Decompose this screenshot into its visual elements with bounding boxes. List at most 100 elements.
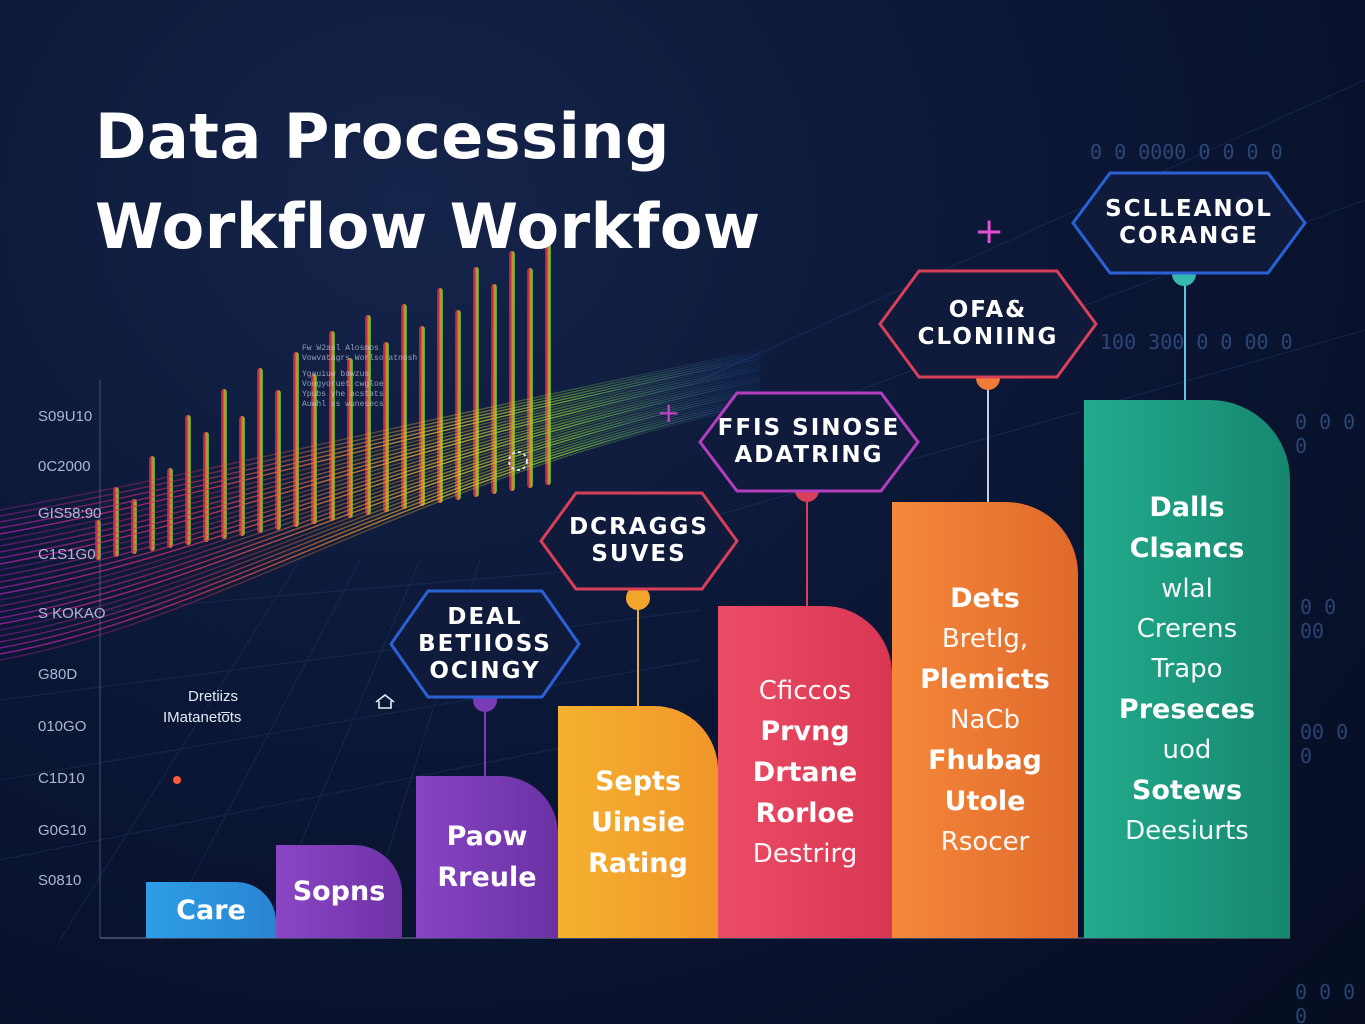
step-label: Uinsie [590, 806, 686, 838]
step-label: NaCb [949, 705, 1021, 735]
light-streak-line [0, 364, 761, 553]
step-block-3[interactable]: Paow Rreule [416, 776, 558, 938]
step-label: Prvng [760, 715, 850, 747]
step-label: Dalls [1149, 492, 1225, 523]
hex-text: CLONIING [917, 324, 1059, 350]
step-label: Bretlg, [941, 624, 1029, 654]
light-streak-line [0, 399, 761, 649]
step-label: Care [176, 894, 246, 926]
light-streak-line [0, 391, 761, 625]
light-streak-line [0, 386, 761, 613]
step-block-4[interactable]: Septs Uinsie Rating [558, 706, 718, 938]
axis-label: C1D10 [38, 770, 85, 787]
step-label: Dets [950, 583, 1020, 614]
decorative-bar [185, 415, 191, 545]
step-label: wlal [1161, 574, 1213, 604]
light-streak-line [0, 393, 761, 631]
step-block-6[interactable]: Dets Bretlg, Plemicts NaCb Fhubag Utole … [892, 502, 1078, 938]
axis-label: S09U10 [38, 408, 93, 425]
step-label: Trapo [1151, 654, 1223, 684]
step-label: Fhubag [928, 745, 1042, 776]
axis-label: G80D [38, 666, 78, 683]
perspective-grid [0, 559, 701, 941]
hex-text: DEAL [447, 603, 523, 630]
axis-label: S KOKAO [38, 605, 106, 622]
step-label: Paow [446, 821, 528, 852]
step-label: Preseces [1118, 694, 1256, 725]
light-streak [0, 349, 761, 661]
gear-icon [508, 451, 528, 471]
digit-decoration: 00 0 0 [1300, 720, 1349, 768]
hex-label-5[interactable]: SCLLEANOL CORANGE [1070, 170, 1308, 276]
step-block-1[interactable]: Care [146, 882, 276, 938]
tiny-caption: Fw W2asl Alosmos [302, 344, 379, 353]
title-line-2: Workflow Workfow [95, 190, 761, 263]
digit-decoration: 0 0 00 [1300, 595, 1337, 643]
light-streak-line [0, 351, 761, 517]
step-label: Clsancs [1129, 533, 1245, 564]
hex-label-4[interactable]: OFA& CLONIING [877, 268, 1099, 380]
decorative-bar [329, 331, 335, 521]
step-block-2[interactable]: Sopns [276, 845, 402, 938]
decorative-bar [383, 342, 389, 512]
hex-text: ADATRING [734, 442, 884, 468]
light-streak-line [0, 375, 761, 583]
tiny-caption: Vougyoruet cwgloe [302, 380, 384, 389]
hex-label-3[interactable]: FFIS SINOSE ADATRING [697, 390, 921, 494]
light-streak-line [0, 380, 761, 595]
decorative-bar [221, 389, 227, 539]
decorative-bar [293, 352, 299, 527]
light-streak-line [0, 371, 761, 571]
step-label: Destrirg [752, 838, 858, 869]
connector-line [484, 688, 486, 786]
hex-text: CORANGE [1119, 223, 1259, 249]
light-streak-line [0, 355, 761, 529]
axis-label: 010GO [38, 718, 87, 735]
light-streak-line [0, 388, 761, 619]
light-streak-line [0, 369, 761, 565]
step-label: Sopns [292, 876, 386, 907]
hex-text: OFA& [948, 297, 1028, 323]
light-streak-line [0, 373, 761, 577]
light-streak-line [0, 377, 761, 589]
tiny-caption: Vowvatagrs Worlso atnosh [302, 354, 418, 363]
step-block-7[interactable]: Dalls Clsancs wlal Crerens Trapo Presece… [1084, 400, 1290, 938]
step-label: Septs [594, 765, 682, 797]
connector-line [1184, 276, 1186, 412]
step-label: Sotews [1131, 775, 1243, 806]
hex-label-1[interactable]: DEAL BETIIOSS OCINGY [388, 588, 582, 700]
decorative-bar [473, 267, 479, 497]
hex-label-2[interactable]: DCRAGGS SUVES [538, 490, 740, 592]
light-streak-line [0, 353, 761, 523]
light-streak-line [0, 384, 761, 607]
decorative-bar [401, 304, 407, 509]
digit-decoration: 100 300 0 0 00 0 [1100, 330, 1293, 354]
step-label: Deesiurts [1125, 816, 1249, 846]
axis-label: S0810 [38, 872, 82, 889]
step-label: Cficcos [758, 675, 852, 706]
hex-text: DCRAGGS [569, 514, 709, 540]
light-streak-line [0, 360, 761, 541]
axis-label: G0G10 [38, 822, 87, 839]
step-label: Utole [944, 786, 1026, 817]
axis-label: GIS58:90 [38, 505, 102, 522]
marker-dot [173, 776, 181, 784]
decorative-bar [311, 374, 317, 524]
light-streak-line [0, 404, 761, 661]
step-label: Crerens [1136, 614, 1238, 644]
connector-line [806, 492, 808, 614]
connector-line [987, 380, 989, 518]
plus-icon: + [657, 396, 681, 429]
hex-text: FFIS SINOSE [717, 415, 901, 441]
axis-label: 0C2000 [38, 458, 91, 475]
step-label: Rorloe [755, 797, 855, 829]
light-streak-line [0, 402, 761, 655]
home-icon [375, 693, 395, 709]
hex-text: SCLLEANOL [1105, 196, 1273, 222]
decorative-bar [419, 326, 425, 506]
step-block-5[interactable]: Cficcos Prvng Drtane Rorloe Destrirg [718, 606, 892, 938]
light-streak-line [0, 395, 761, 637]
decorative-bar [257, 368, 263, 533]
hex-text: BETIIOSS [418, 630, 552, 657]
digit-decoration: 0 0 0000 0 0 0 0 [1090, 140, 1283, 164]
